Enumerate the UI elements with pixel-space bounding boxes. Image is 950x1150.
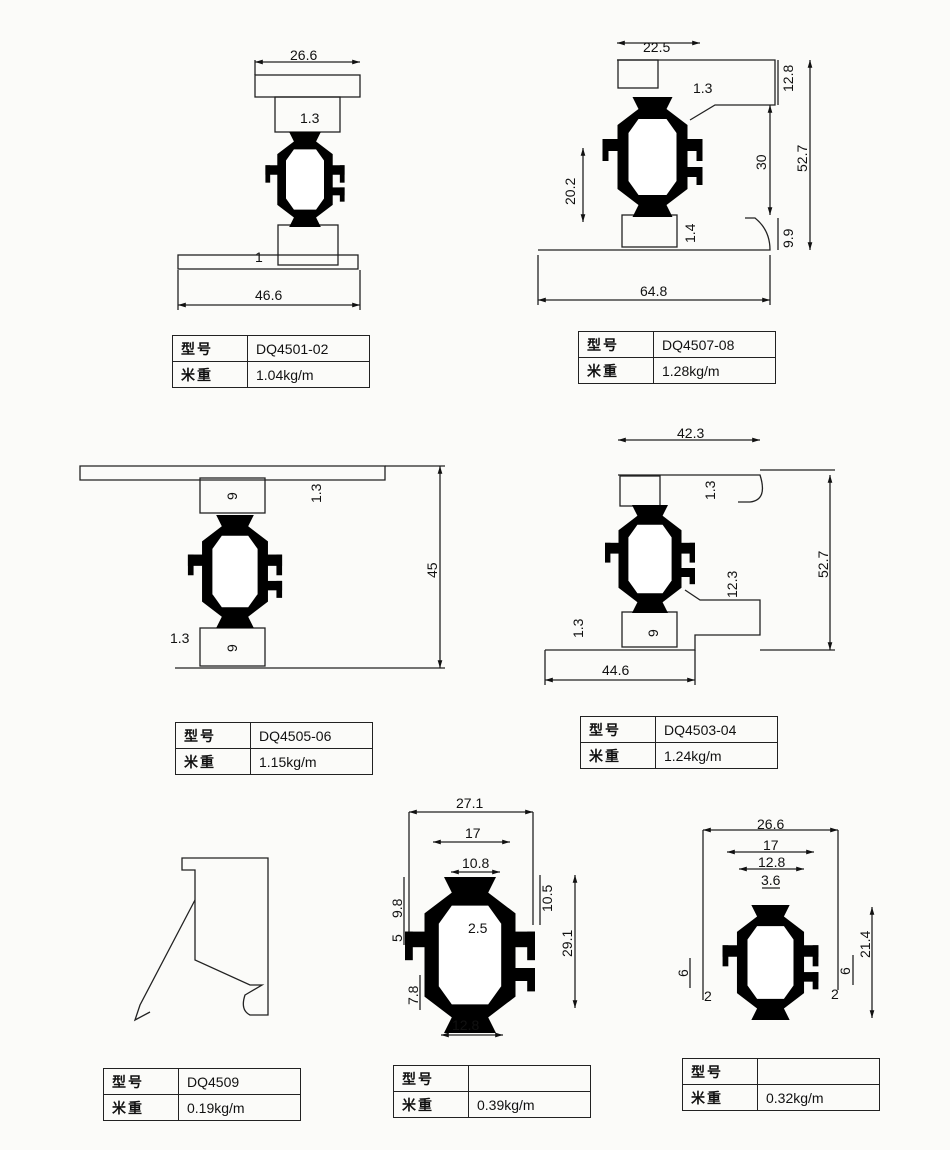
- dim-label: 52.7: [794, 145, 810, 172]
- dim-label: 6: [837, 967, 853, 975]
- dim-label: 7.8: [405, 985, 421, 1005]
- dim-label: 12.8: [780, 65, 796, 92]
- weight-value: 0.32kg/m: [757, 1084, 880, 1111]
- breaker-27-1-dims: [403, 809, 578, 1038]
- model-label: 型号: [172, 335, 248, 362]
- profile-dq4501-02: [177, 59, 361, 310]
- dim-label: 12.8: [758, 854, 785, 870]
- weight-value: 1.04kg/m: [247, 361, 370, 388]
- dim-label: 21.4: [857, 931, 873, 958]
- model-value: DQ4505-06: [250, 722, 373, 749]
- model-label: 型号: [682, 1058, 758, 1085]
- dim-label: 9: [224, 492, 240, 500]
- dim-label: 1.3: [308, 483, 324, 503]
- model-label: 型号: [175, 722, 251, 749]
- weight-label: 米重: [580, 742, 656, 769]
- dim-label: 45: [424, 562, 440, 578]
- weight-value: 0.19kg/m: [178, 1094, 301, 1121]
- weight-value: 1.15kg/m: [250, 748, 373, 775]
- model-value: [757, 1058, 880, 1085]
- dim-label: 30: [753, 154, 769, 170]
- dim-label: 26.6: [290, 47, 317, 63]
- thermal-break-strip: [265, 132, 345, 227]
- thermal-break-strip: [187, 515, 283, 628]
- dim-label: 52.7: [815, 551, 831, 578]
- weight-label: 米重: [172, 361, 248, 388]
- dim-label: 5: [389, 934, 405, 942]
- dim-label: 26.6: [757, 816, 784, 832]
- breaker-26-6-dims: [689, 827, 875, 1018]
- dim-label: 2: [831, 986, 839, 1002]
- dim-label: 42.3: [677, 425, 704, 441]
- weight-label: 米重: [578, 357, 654, 384]
- dim-label: 6: [675, 969, 691, 977]
- dim-label: 10.8: [462, 855, 489, 871]
- weight-value: 1.28kg/m: [653, 357, 776, 384]
- dim-label: 3.6: [761, 872, 781, 888]
- profile-dq4503-04: [544, 437, 835, 685]
- dim-label: 44.6: [602, 662, 629, 678]
- dim-label: 22.5: [643, 39, 670, 55]
- dim-label: 17: [465, 825, 481, 841]
- model-label: 型号: [580, 716, 656, 743]
- dim-label: 1.3: [702, 480, 718, 500]
- weight-label: 米重: [175, 748, 251, 775]
- model-label: 型号: [103, 1068, 179, 1095]
- dim-label: 9: [645, 629, 661, 637]
- dim-label: 1.4: [682, 223, 698, 243]
- model-value: DQ4501-02: [247, 335, 370, 362]
- weight-value: 0.39kg/m: [468, 1091, 591, 1118]
- model-value: DQ4509: [178, 1068, 301, 1095]
- profile-dq4509: [133, 857, 269, 1022]
- dim-label: 46.6: [255, 287, 282, 303]
- weight-value: 1.24kg/m: [655, 742, 778, 769]
- weight-label: 米重: [103, 1094, 179, 1121]
- model-label: 型号: [393, 1065, 469, 1092]
- dim-label: 2: [704, 988, 712, 1004]
- weight-label: 米重: [682, 1084, 758, 1111]
- dim-label: 17: [763, 837, 779, 853]
- dim-label: 9: [224, 644, 240, 652]
- dim-label: 1.3: [170, 630, 190, 646]
- dim-label: 2.5: [468, 920, 488, 936]
- dim-label: 12.3: [724, 571, 740, 598]
- model-value: DQ4507-08: [653, 331, 776, 358]
- model-value: DQ4503-04: [655, 716, 778, 743]
- thermal-break-strip: [405, 877, 535, 1033]
- dim-label: 29.1: [559, 930, 575, 957]
- dim-label: 27.1: [456, 795, 483, 811]
- dim-label: 10.5: [539, 885, 555, 912]
- dim-label: 9.8: [389, 898, 405, 918]
- dim-label: 1.3: [300, 110, 320, 126]
- thermal-break-strip: [722, 905, 819, 1020]
- dim-label: 12.8: [452, 1017, 479, 1033]
- thermal-break-strip: [605, 505, 695, 613]
- dim-label: 64.8: [640, 283, 667, 299]
- dim-label: 20.2: [562, 178, 578, 205]
- profile-dq4505-06: [79, 465, 445, 669]
- dim-label: 1.3: [570, 618, 586, 638]
- model-value: [468, 1065, 591, 1092]
- thermal-break-strip: [602, 97, 703, 217]
- weight-label: 米重: [393, 1091, 469, 1118]
- dim-label: 1: [255, 249, 263, 265]
- dim-label: 1.3: [693, 80, 713, 96]
- model-label: 型号: [578, 331, 654, 358]
- dim-label: 9.9: [780, 228, 796, 248]
